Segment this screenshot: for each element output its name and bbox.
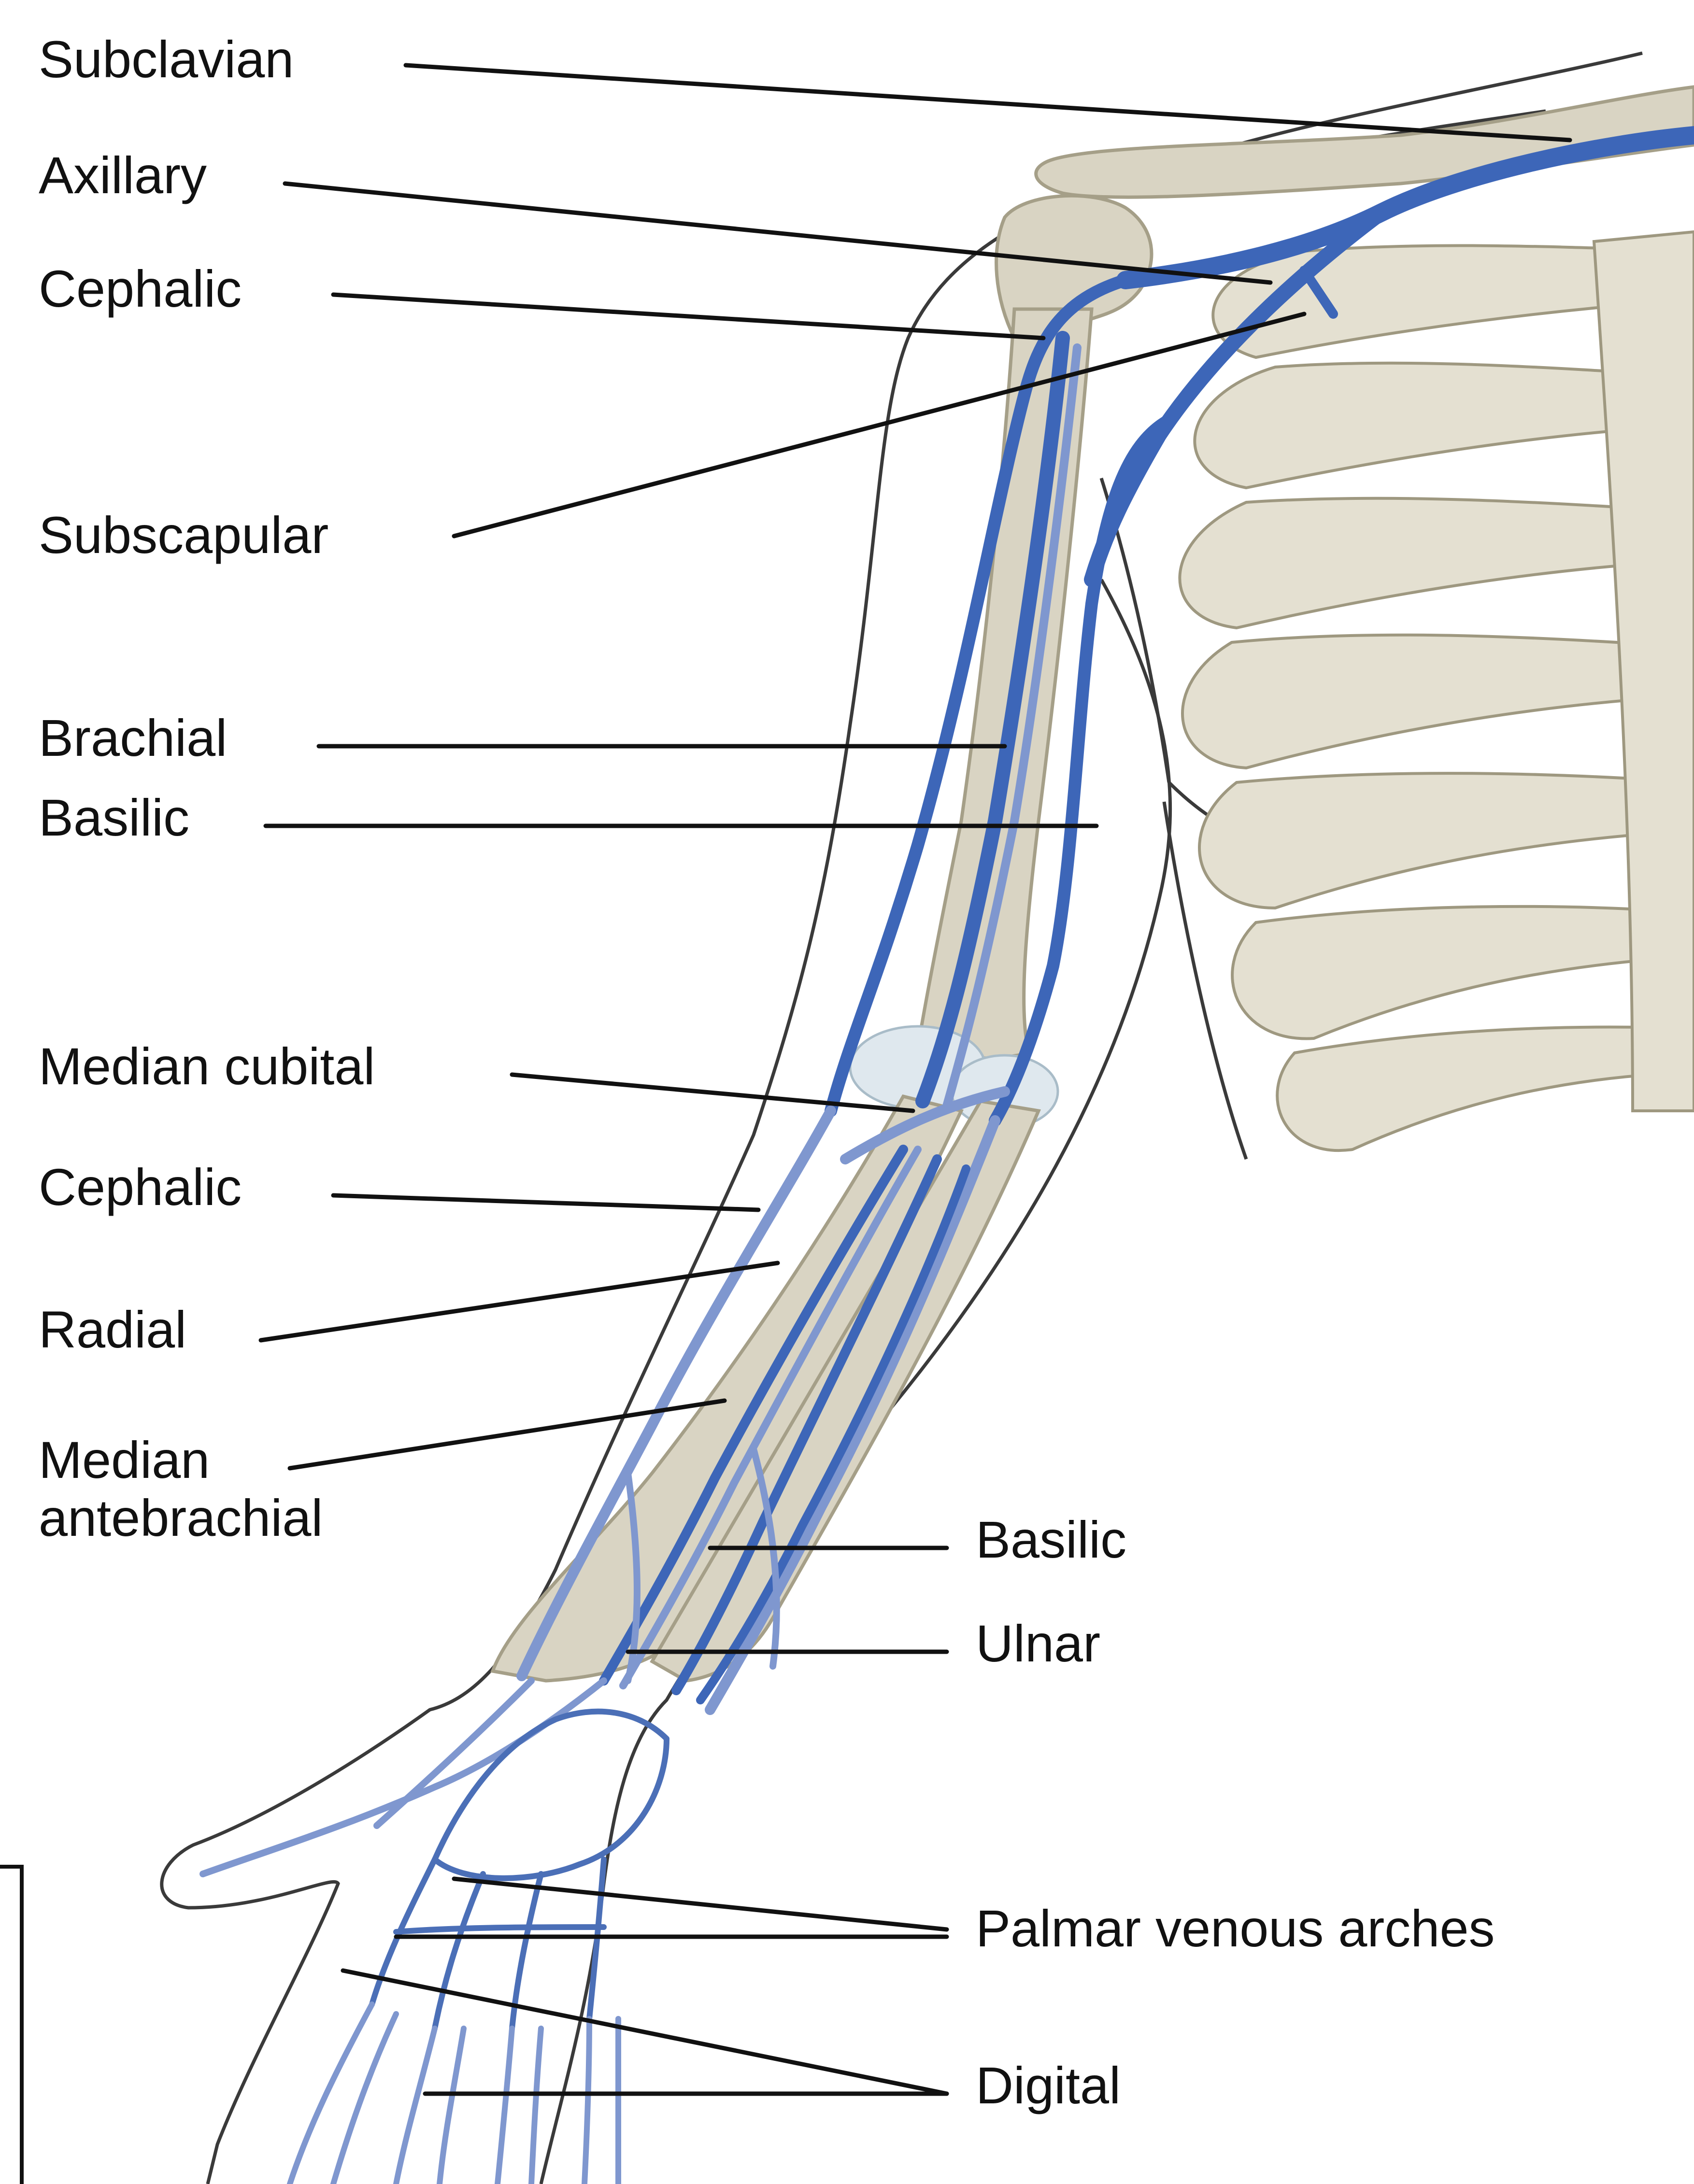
hand-venous-network [203,1681,667,2184]
label-median-antebrachial-2: antebrachial [39,1489,323,1547]
label-basilic-upper: Basilic [39,788,189,847]
label-ulnar: Ulnar [976,1614,1100,1673]
leader-cephalic-lower [333,1195,758,1210]
leader-median-antebrachial [290,1401,725,1468]
label-cephalic-upper: Cephalic [39,259,242,318]
label-subscapular: Subscapular [39,506,328,564]
leader-subscapular [454,314,1304,536]
label-palmar-venous-arches: Palmar venous arches [976,1899,1495,1957]
ulna [652,1101,1039,1681]
label-axillary: Axillary [39,146,207,204]
label-radial: Radial [39,1300,186,1359]
leader-subclavian [406,65,1570,140]
rib-cage [1180,232,1694,1150]
label-basilic-lower: Basilic [976,1510,1126,1569]
label-median-antebrachial-1: Median [39,1431,210,1489]
label-median-cubital: Median cubital [39,1037,375,1095]
label-cephalic-lower: Cephalic [39,1158,242,1216]
label-brachial: Brachial [39,709,227,767]
label-subclavian: Subclavian [39,30,294,88]
label-digital: Digital [976,2056,1121,2114]
frame-edge [0,1867,22,2184]
leader-cephalic-upper [333,295,1043,338]
skeleton [493,87,1694,1681]
